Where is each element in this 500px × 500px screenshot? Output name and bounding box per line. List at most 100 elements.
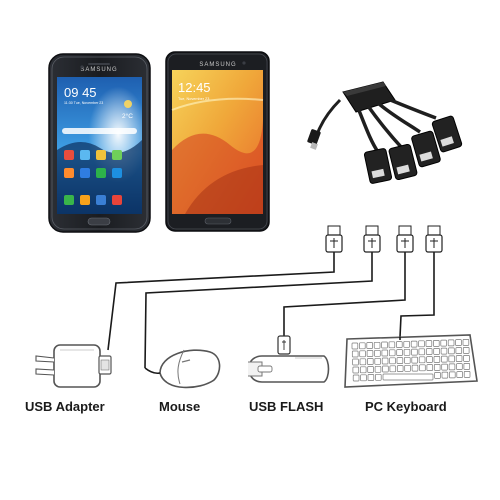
keyboard-key — [360, 374, 367, 382]
keyboard-key — [426, 356, 433, 363]
keyboard-key — [463, 355, 470, 362]
keyboard-key — [388, 341, 396, 349]
keyboard-key — [426, 364, 434, 371]
keyboard-key — [447, 339, 455, 347]
pc-keyboard — [344, 334, 478, 388]
keyboard-key — [352, 374, 360, 382]
usb-plug — [425, 225, 443, 253]
keyboard-key — [396, 349, 403, 356]
caption-usb-adapter: USB Adapter — [25, 399, 105, 414]
keyboard-key — [455, 355, 463, 362]
keyboard-key — [425, 348, 433, 355]
keyboard-key — [367, 366, 374, 373]
keyboard-key — [381, 341, 388, 349]
keyboard-key — [462, 339, 470, 346]
phone-left-brand: SAMSUNG — [80, 67, 117, 73]
keyboard-key — [382, 365, 389, 373]
usb-female-port — [431, 115, 463, 153]
keyboard-key — [418, 348, 426, 356]
micro-usb-plug — [307, 129, 321, 145]
keyboard-key — [440, 347, 448, 355]
connection-cables — [107, 250, 435, 369]
phone-left-clock: 09 45 — [64, 85, 97, 100]
keyboard-key — [352, 358, 359, 366]
keyboard-key — [404, 356, 411, 364]
keyboard-key — [381, 349, 389, 357]
usb-flash-drive — [248, 335, 330, 383]
usb-female-port — [363, 148, 393, 184]
keyboard-key — [441, 371, 449, 379]
keyboard-key — [449, 371, 456, 379]
keyboard-key — [396, 341, 403, 348]
keyboard-key — [419, 364, 426, 372]
keyboard-key — [456, 363, 463, 370]
keyboard-key — [434, 372, 441, 379]
keyboard-key — [389, 357, 396, 365]
keyboard-key — [396, 357, 404, 364]
keyboard-key — [411, 364, 419, 372]
keyboard-key — [374, 357, 381, 365]
phone-right-date: Tue, November 23 — [178, 97, 209, 101]
keyboard-key — [366, 342, 373, 349]
otg-hub — [307, 81, 463, 184]
keyboard-key — [425, 340, 433, 347]
keyboard-key — [441, 363, 448, 371]
keyboard-key — [410, 340, 418, 348]
keyboard-key — [351, 350, 359, 358]
keyboard-key — [359, 350, 366, 358]
keyboard-key — [359, 366, 367, 374]
phone-right-clock: 12:45 — [178, 80, 211, 95]
keyboard-key — [404, 364, 411, 372]
keyboard-key — [455, 339, 462, 346]
keyboard-key — [440, 339, 447, 347]
phone-right-home-button — [204, 217, 232, 225]
keyboard-key — [374, 349, 381, 357]
keyboard-key — [448, 347, 455, 355]
keyboard-key — [374, 365, 382, 373]
usb-female-port — [411, 130, 441, 168]
keyboard-key — [463, 363, 471, 370]
keyboard-key — [352, 366, 360, 374]
keyboard-key — [367, 358, 374, 365]
usb-adapter — [35, 344, 112, 388]
caption-pc-keyboard: PC Keyboard — [365, 399, 447, 414]
phone-right: SAMSUNG 12:45 Tue, November 23 — [165, 51, 270, 232]
keyboard-key — [366, 350, 374, 357]
usb-plug — [363, 225, 381, 253]
keyboard-key — [463, 371, 471, 378]
keyboard-key — [462, 347, 470, 354]
keyboard-key — [455, 347, 463, 354]
keyboard-key — [411, 348, 418, 356]
keyboard-key — [367, 374, 375, 381]
keyboard-key — [418, 356, 426, 364]
phone-left: SAMSUNG 09 45 11:30 Tue, November 23 2°C — [48, 53, 151, 233]
keyboard-key — [448, 355, 455, 363]
usb-plug — [325, 225, 343, 253]
keyboard-key — [389, 365, 397, 373]
keyboard-key — [441, 355, 448, 363]
phone-left-date: 11:30 Tue, November 23 — [64, 101, 103, 105]
keyboard-key — [351, 342, 359, 350]
keyboard-key — [396, 365, 404, 372]
keyboard-key — [359, 342, 366, 350]
keyboard-key — [433, 356, 441, 363]
phone-left-temp: 2°C — [122, 112, 133, 120]
keyboard-key — [403, 348, 411, 356]
keyboard-key — [381, 357, 389, 365]
keyboard-key — [418, 340, 425, 348]
keyboard-spacebar — [382, 373, 434, 381]
phone-right-brand: SAMSUNG — [199, 62, 236, 68]
keyboard-key — [433, 348, 440, 355]
keyboard-key — [373, 341, 381, 349]
keyboard-key — [403, 340, 410, 348]
keyboard-key — [433, 340, 440, 347]
keyboard-key — [448, 363, 456, 371]
mouse — [144, 349, 221, 389]
phone-left-home-button — [87, 217, 111, 226]
keyboard-key — [388, 349, 396, 357]
keyboard-key — [433, 364, 441, 371]
caption-usb-flash: USB FLASH — [249, 399, 324, 414]
keyboard-key — [456, 371, 463, 378]
